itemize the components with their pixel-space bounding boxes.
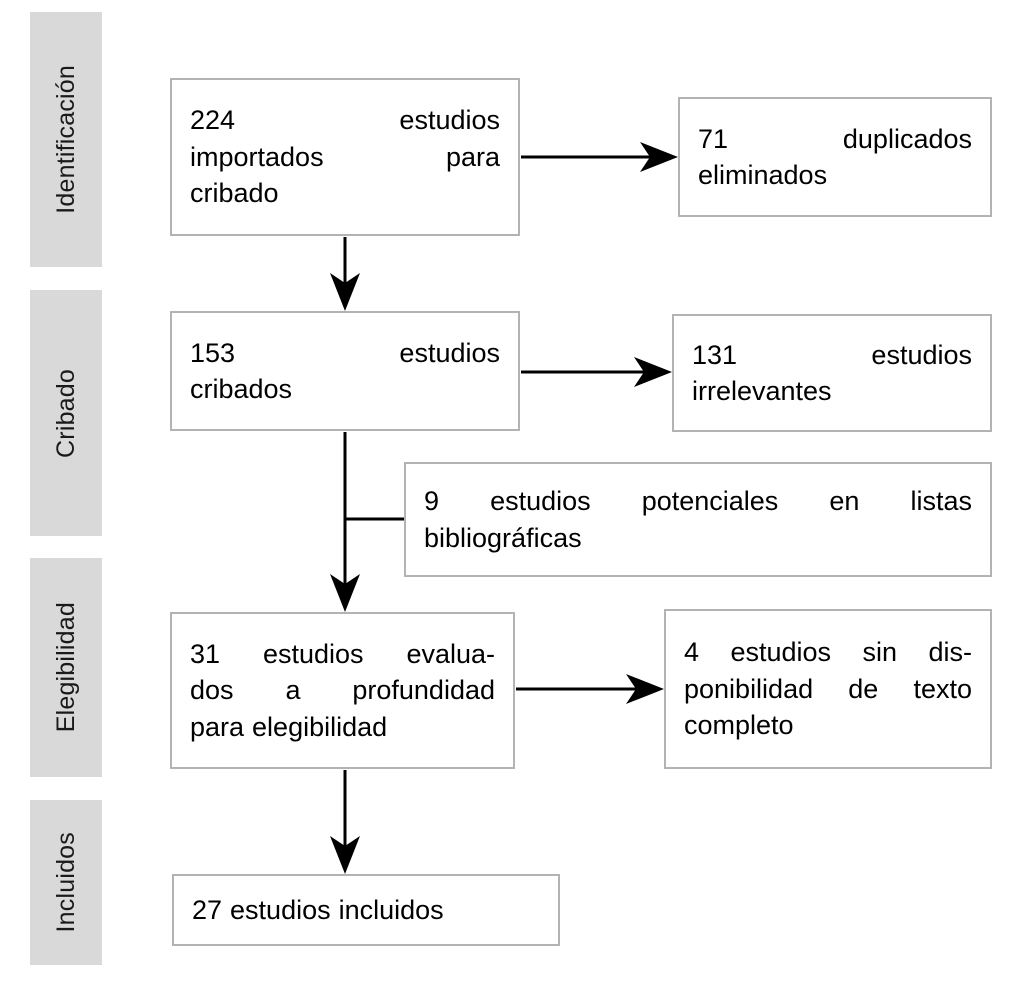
box-text-line: 9 estudios potenciales en listas (424, 486, 972, 517)
box-text-line: ponibilidad de texto (684, 673, 972, 704)
box-text-line: bibliográficas (424, 522, 582, 553)
box-duplicates-removed: 71 duplicados eliminados (678, 97, 992, 217)
stage-bar-identificacion: Identificación (30, 12, 102, 267)
box-studies-irrelevant-text: 131 estudios irrelevantes (674, 337, 990, 410)
box-text-line: 153 estudios (190, 337, 500, 368)
box-potential-from-reference-lists-text: 9 estudios potenciales en listas bibliogr… (406, 483, 990, 556)
box-studies-irrelevant: 131 estudios irrelevantes (672, 314, 992, 432)
arrow-assessed-to-nofulltext (516, 674, 664, 704)
box-studies-screened: 153 estudios cribados (170, 311, 520, 431)
arrow-screened-to-irrelevant (521, 357, 672, 387)
arrow-screened-to-assessed (330, 432, 360, 612)
box-studies-screened-text: 153 estudios cribados (172, 335, 518, 408)
stage-bar-incluidos: Incluidos (30, 800, 102, 965)
box-text-line: irrelevantes (692, 376, 832, 406)
box-text-line: completo (684, 710, 794, 741)
arrow-imported-to-duplicates (521, 142, 678, 172)
box-studies-imported: 224 estudios importados para cribado (170, 78, 520, 236)
arrow-assessed-to-included (330, 770, 360, 874)
box-studies-included: 27 estudios incluidos (172, 874, 560, 946)
box-potential-from-reference-lists: 9 estudios potenciales en listas bibliogr… (404, 462, 992, 577)
box-text-line: dos a profundidad (190, 675, 495, 706)
box-studies-included-text: 27 estudios incluidos (174, 892, 558, 928)
box-no-full-text: 4 estudios sin dis-ponibilidad de texto c… (664, 609, 992, 769)
box-studies-imported-text: 224 estudios importados para cribado (172, 102, 518, 211)
box-text-line: eliminados (698, 160, 828, 190)
box-text-line: 4 estudios sin dis- (684, 637, 972, 668)
box-text-line: 224 estudios (190, 105, 500, 136)
box-studies-assessed: 31 estudios evalua-dos a profundidad para… (170, 612, 515, 769)
box-text-line: importados para (190, 141, 500, 172)
box-duplicates-removed-text: 71 duplicados eliminados (680, 121, 990, 194)
box-text-line: para elegibilidad (190, 711, 388, 742)
stage-bar-elegibilidad: Elegibilidad (30, 558, 102, 777)
box-text-line: 27 estudios incluidos (192, 894, 444, 925)
box-text-line: cribados (190, 374, 293, 404)
box-no-full-text-text: 4 estudios sin dis-ponibilidad de texto c… (666, 634, 990, 743)
box-text-line: 71 duplicados (698, 123, 972, 154)
box-text-line: 131 estudios (692, 339, 972, 370)
arrow-imported-to-screened (330, 237, 360, 311)
box-text-line: 31 estudios evalua- (190, 638, 495, 669)
box-studies-assessed-text: 31 estudios evalua-dos a profundidad para… (172, 636, 513, 745)
box-text-line: cribado (190, 178, 279, 209)
stage-bar-cribado: Cribado (30, 290, 102, 536)
